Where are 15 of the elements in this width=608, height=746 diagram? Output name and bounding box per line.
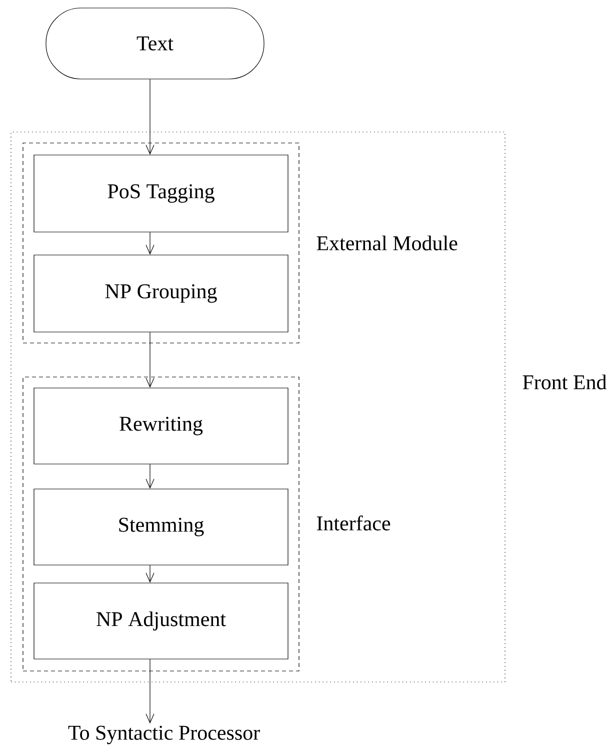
group-label: External Module xyxy=(316,236,458,250)
process-box: Stemming xyxy=(34,488,288,566)
arrow xyxy=(146,332,154,388)
process-box: NP Adjustment xyxy=(34,582,288,660)
output-label: To Syntactic Processor xyxy=(68,726,260,744)
arrow xyxy=(146,79,154,155)
group-label: Interface xyxy=(316,516,390,530)
group-label: Front End xyxy=(522,374,607,390)
process-box: Rewriting xyxy=(34,388,288,464)
arrow xyxy=(146,464,154,489)
process-box: NP Grouping xyxy=(34,254,288,332)
arrow xyxy=(146,659,154,724)
arrow xyxy=(146,232,154,255)
process-box: PoS Tagging xyxy=(34,154,288,232)
arrow xyxy=(146,565,154,583)
